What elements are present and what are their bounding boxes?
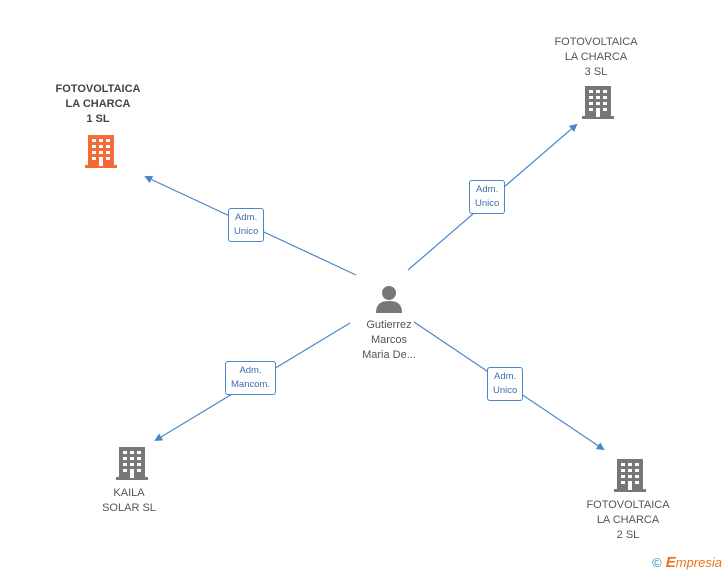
edge-label-top-left: Adm. Unico — [228, 208, 265, 242]
center-label-line: Gutierrez — [366, 319, 412, 331]
building-icon[interactable] — [581, 84, 615, 120]
company-label-line: KAILA — [113, 487, 145, 499]
brand-watermark: © Empresia — [652, 554, 722, 571]
edge-label-line: Unico — [475, 198, 500, 209]
brand-logo: Empresia — [666, 554, 722, 571]
company-label-line: 2 SL — [616, 529, 640, 541]
person-icon[interactable] — [374, 284, 404, 314]
center-person-label[interactable]: Gutierrez Marcos Maria De... — [362, 318, 416, 363]
company-label-bottom-left[interactable]: KAILA SOLAR SL — [102, 486, 156, 516]
company-label-top-left[interactable]: FOTOVOLTAICA LA CHARCA 1 SL — [56, 82, 141, 127]
building-icon[interactable] — [115, 445, 149, 481]
company-label-line: LA CHARCA — [564, 51, 628, 63]
company-label-top-right[interactable]: FOTOVOLTAICA LA CHARCA 3 SL — [554, 35, 637, 80]
building-icon[interactable] — [613, 457, 647, 493]
building-icon[interactable] — [84, 133, 118, 169]
edge-label-line: Unico — [234, 226, 259, 237]
center-label-line: Marcos — [370, 334, 408, 346]
company-label-line: LA CHARCA — [65, 98, 131, 110]
company-label-line: 3 SL — [584, 66, 608, 78]
edge-label-line: Unico — [493, 385, 518, 396]
center-label-line: Maria De... — [362, 349, 416, 361]
edge-label-line: Mancom. — [231, 379, 271, 390]
edge-label-line: Adm. — [476, 184, 499, 195]
edge-label-line: Adm. — [239, 365, 262, 376]
edge-label-bottom-right: Adm. Unico — [487, 367, 524, 401]
company-label-line: 1 SL — [86, 113, 110, 125]
company-label-line: FOTOVOLTAICA — [586, 499, 670, 511]
company-label-line: SOLAR SL — [102, 502, 156, 514]
edge-label-line: Adm. — [235, 212, 258, 223]
company-label-line: FOTOVOLTAICA — [554, 36, 638, 48]
edge-label-bottom-left: Adm. Mancom. — [225, 361, 277, 395]
brand-name: mpresia — [675, 555, 722, 570]
brand-initial: E — [665, 554, 676, 571]
edge-label-line: Adm. — [494, 371, 517, 382]
company-label-line: FOTOVOLTAICA — [55, 83, 141, 95]
copyright-symbol: © — [652, 555, 662, 570]
company-label-bottom-right[interactable]: FOTOVOLTAICA LA CHARCA 2 SL — [586, 498, 669, 543]
company-label-line: LA CHARCA — [596, 514, 660, 526]
edge-label-top-right: Adm. Unico — [469, 180, 506, 214]
